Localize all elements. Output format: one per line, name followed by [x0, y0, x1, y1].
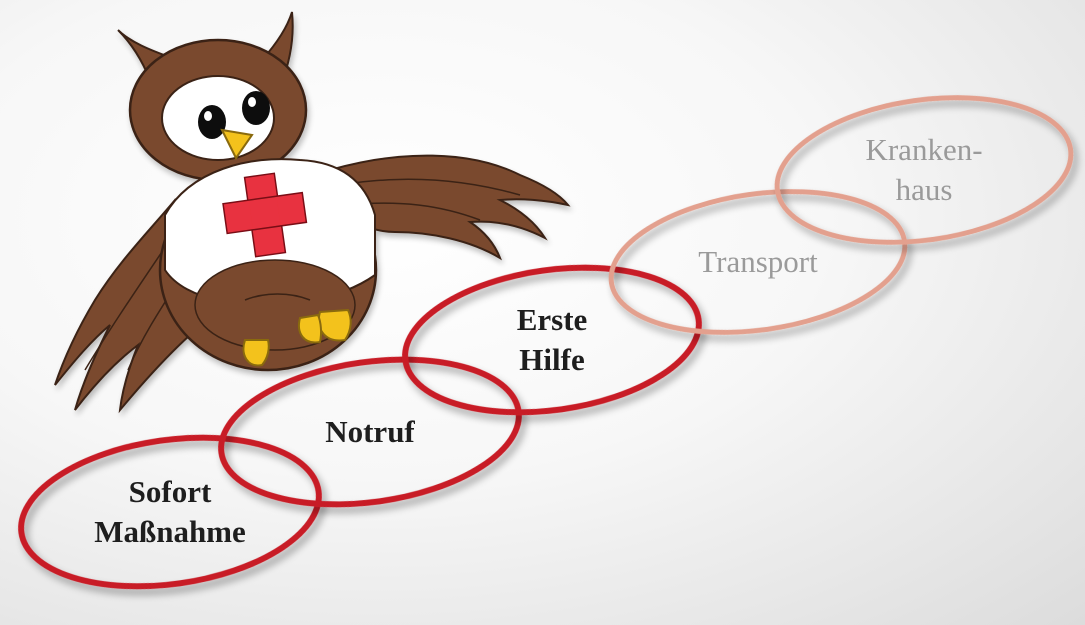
- step-ring-outline: [774, 95, 1074, 245]
- step-label-line: Kranken-: [865, 132, 982, 167]
- step-label-line: Erste: [517, 302, 588, 337]
- owl-mascot-icon: [54, 11, 571, 414]
- step-ring-2: Notruf: [218, 356, 522, 508]
- step-label-line: haus: [896, 172, 953, 207]
- step-ring-5: Kranken-haus: [774, 95, 1074, 245]
- process-steps: SofortMaßnahmeNotrufErsteHilfeTransportK…: [18, 95, 1074, 590]
- step-label-line: Notruf: [325, 414, 415, 449]
- step-label-line: Transport: [698, 244, 818, 279]
- step-label-line: Maßnahme: [94, 514, 246, 549]
- step-label-line: Hilfe: [519, 342, 584, 377]
- step-label-line: Sofort: [129, 474, 212, 509]
- step-ring-4: Transport: [608, 189, 908, 335]
- step-ring-outline: [18, 434, 322, 590]
- step-ring-outline: [402, 264, 702, 416]
